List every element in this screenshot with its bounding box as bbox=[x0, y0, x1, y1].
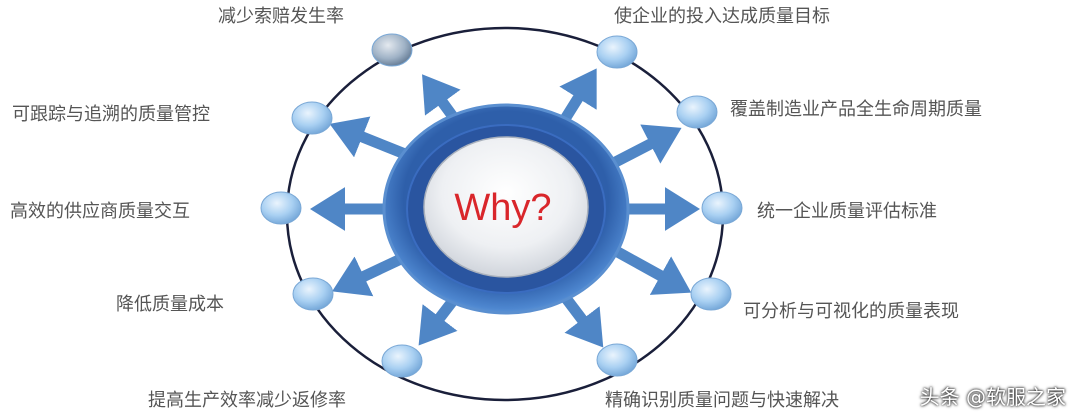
label-lower-right: 可分析与可视化的质量表现 bbox=[743, 301, 959, 322]
node-bottom-left bbox=[381, 344, 423, 378]
label-upper-right: 覆盖制造业产品全生命周期质量 bbox=[730, 99, 982, 120]
watermark: 头条 @软服之家 bbox=[919, 385, 1066, 409]
node-top-right bbox=[596, 35, 638, 69]
node-group bbox=[260, 33, 743, 378]
node-bottom-right bbox=[596, 343, 638, 377]
node-lower-left bbox=[292, 277, 334, 311]
node-upper-right bbox=[676, 95, 718, 129]
label-upper-left: 可跟踪与追溯的质量管控 bbox=[12, 104, 210, 125]
center-disc bbox=[423, 136, 589, 278]
node-top-left bbox=[371, 33, 413, 67]
node-mid-right bbox=[701, 191, 743, 225]
label-mid-left: 高效的供应商质量交互 bbox=[10, 201, 190, 222]
center-label: Why? bbox=[454, 187, 551, 229]
label-lower-left: 降低质量成本 bbox=[116, 294, 224, 315]
label-mid-right: 统一企业质量评估标准 bbox=[757, 201, 937, 222]
label-bottom-left: 提高生产效率减少返修率 bbox=[148, 390, 346, 411]
label-top-left: 减少索赔发生率 bbox=[218, 6, 344, 27]
label-top-right: 使企业的投入达成质量目标 bbox=[614, 6, 830, 27]
node-mid-left bbox=[260, 191, 302, 225]
node-lower-right bbox=[690, 277, 732, 311]
label-bottom-right: 精确识别质量问题与快速解决 bbox=[605, 390, 839, 411]
node-upper-left bbox=[291, 101, 333, 135]
